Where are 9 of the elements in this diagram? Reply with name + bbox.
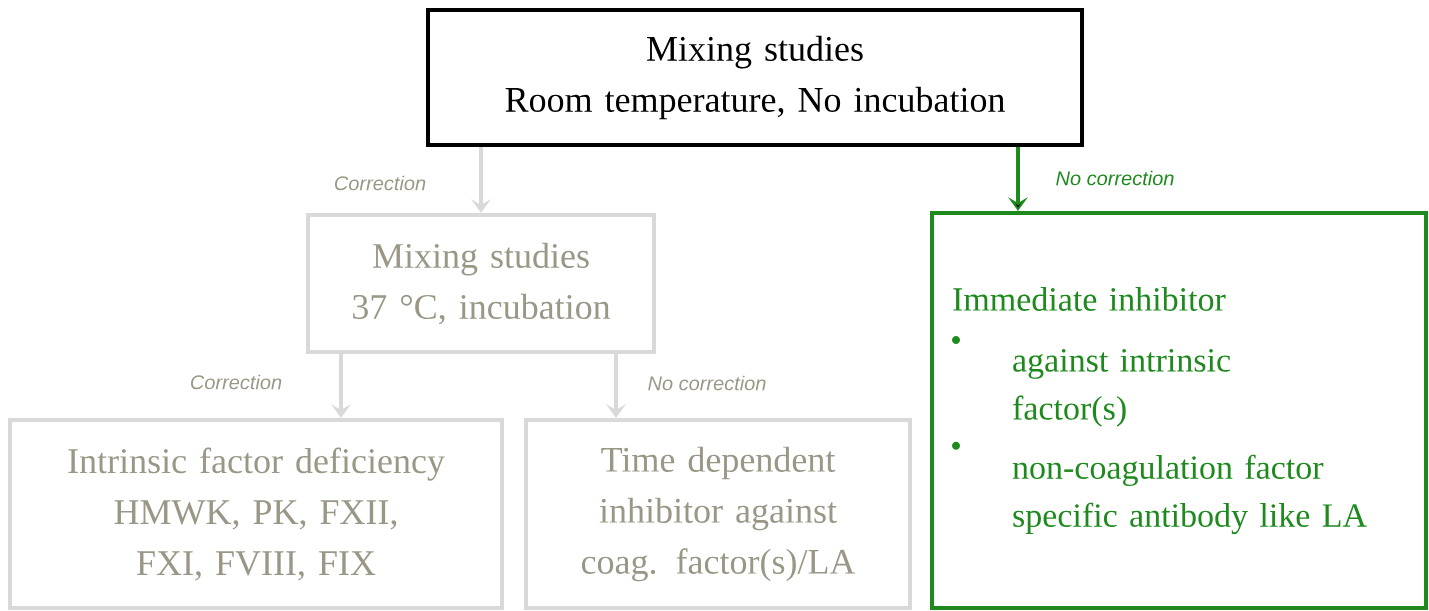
process-box: Time dependent inhibitor against coag. factor(s)/LA (524, 418, 912, 610)
heading-box: Mixing studies Room temperature, No incubation (426, 8, 1084, 147)
edge-label: No correction (645, 373, 769, 393)
process-box: Intrinsic factor deficiency HMWK, PK, FXII, FXI, FVIII, FIX (8, 418, 504, 610)
process-box: Mixing studies 37 °C, incubation (306, 213, 656, 354)
edge-label: Correction (187, 372, 285, 392)
edge-label: Correction (331, 173, 429, 193)
result-box: Immediate inhibitor against intrinsic factor(s) non-coagulation factor specific antibody like LA (930, 211, 1428, 610)
edge-label: No correction (1053, 168, 1177, 188)
